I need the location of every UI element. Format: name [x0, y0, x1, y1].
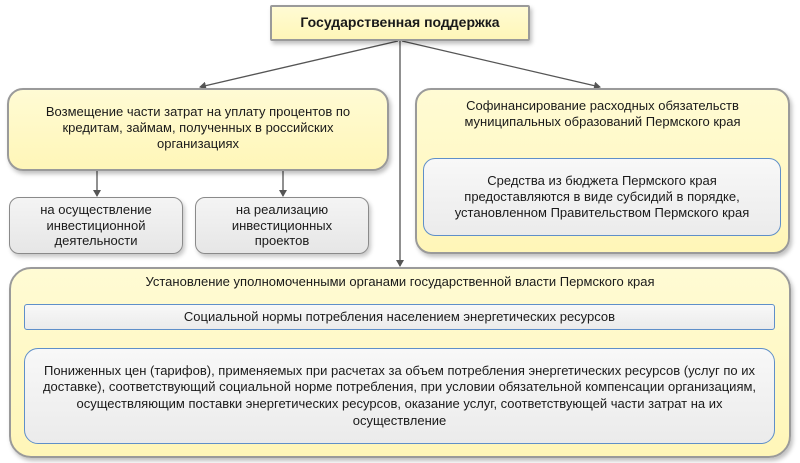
bottom-item-2-label: Пониженных цен (тарифов), применяемых пр…	[42, 362, 757, 428]
left-branch-node: Возмещение части затрат на уплату процен…	[7, 88, 389, 171]
left-branch-label: Возмещение части затрат на уплату процен…	[45, 104, 351, 151]
bottom-item-1: Социальной нормы потребления населением …	[24, 304, 775, 330]
root-label: Государственная поддержка	[300, 14, 500, 31]
connector-root-left	[199, 40, 399, 90]
left-child-2-label: на реализацию инвестиционных проектов	[231, 201, 333, 249]
bottom-branch-node: Установление уполномоченными органами го…	[9, 267, 791, 458]
right-inner-label: Средства из бюджета Пермского края предо…	[454, 173, 750, 220]
left-child-1-label: на осуществление инвестиционной деятельн…	[40, 201, 152, 249]
left-child-2: на реализацию инвестиционных проектов	[195, 197, 369, 254]
right-inner-node: Средства из бюджета Пермского края предо…	[423, 158, 781, 236]
right-branch-label: Софинансирование расходных обязательств …	[464, 98, 741, 130]
bottom-item-2: Пониженных цен (тарифов), применяемых пр…	[24, 348, 775, 444]
root-node: Государственная поддержка	[270, 5, 530, 41]
left-child-1: на осуществление инвестиционной деятельн…	[9, 197, 183, 254]
bottom-item-1-label: Социальной нормы потребления населением …	[183, 309, 616, 325]
connector-root-right	[401, 40, 601, 90]
bottom-branch-label: Установление уполномоченными органами го…	[145, 274, 655, 289]
right-branch-node: Софинансирование расходных обязательств …	[415, 88, 790, 254]
